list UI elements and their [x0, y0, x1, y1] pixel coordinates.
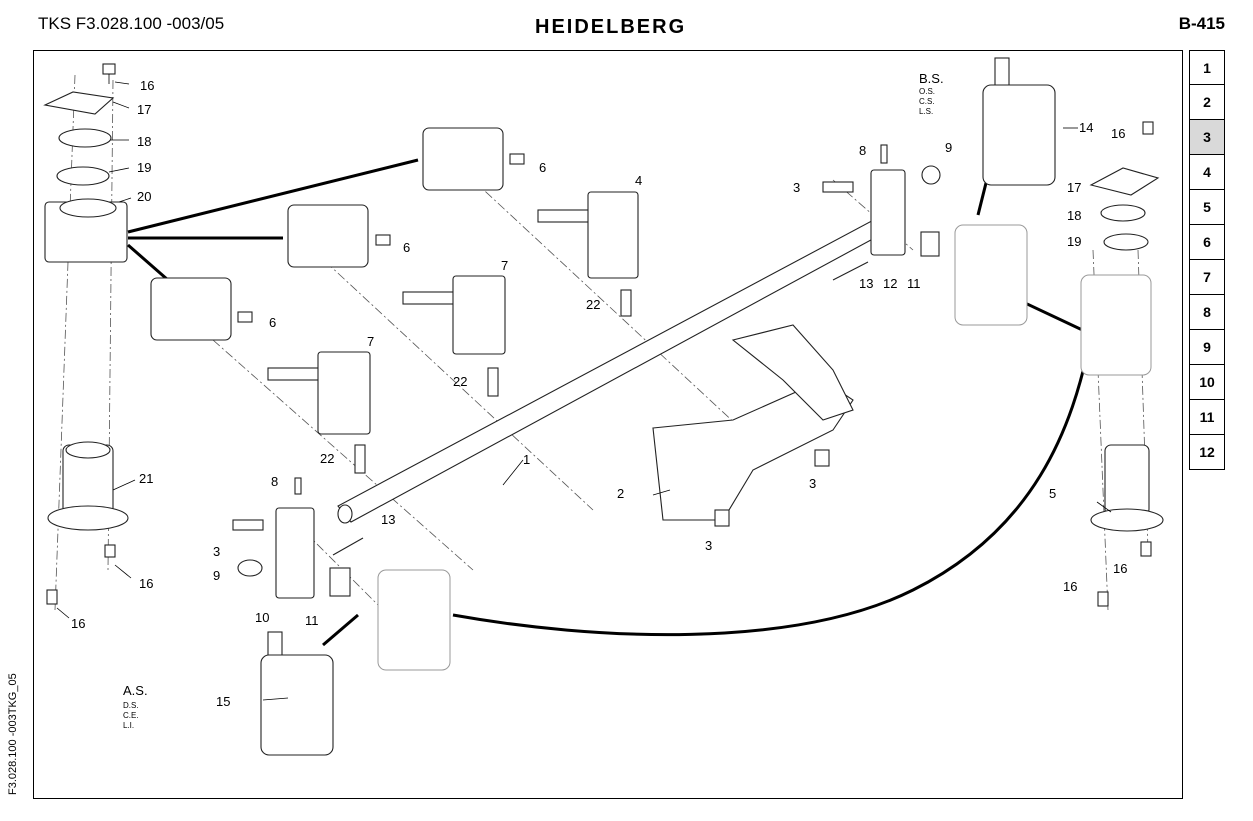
heidelberg-logo: HEIDELBERG — [535, 16, 687, 38]
callout-11: 11 — [907, 276, 921, 291]
lever-bracket-part-2 — [652, 324, 854, 527]
document-code: TKS F3.028.100 -003/05 — [38, 14, 225, 33]
tab-12[interactable]: 12 — [1189, 435, 1225, 470]
callout-3: 3 — [213, 544, 220, 559]
callout-18: 18 — [1067, 208, 1081, 223]
tab-6[interactable]: 6 — [1189, 225, 1225, 260]
tab-3[interactable]: 3 — [1189, 120, 1225, 155]
svg-text:D.S.: D.S. — [123, 701, 139, 710]
tab-7[interactable]: 7 — [1189, 260, 1225, 295]
callout-9: 9 — [213, 568, 220, 583]
tab-1[interactable]: 1 — [1189, 50, 1225, 85]
side-drawing-code: F3.028.100 -003TKG_05 — [7, 673, 19, 795]
callout-5: 5 — [1049, 486, 1056, 501]
callout-6: 6 — [403, 240, 410, 255]
upper-housings — [150, 127, 525, 341]
leader-lines — [56, 81, 1112, 701]
upper-right-bracket — [822, 144, 941, 281]
left-stack — [43, 63, 129, 605]
callout-11: 11 — [305, 613, 319, 628]
tab-11[interactable]: 11 — [1189, 400, 1225, 435]
callout-10: 10 — [255, 610, 269, 625]
right-stack — [1089, 121, 1164, 607]
callout-3: 3 — [705, 538, 712, 553]
tab-9[interactable]: 9 — [1189, 330, 1225, 365]
tab-10[interactable]: 10 — [1189, 365, 1225, 400]
callout-6: 6 — [269, 315, 276, 330]
tab-8[interactable]: 8 — [1189, 295, 1225, 330]
callout-9: 9 — [945, 140, 952, 155]
callout-13: 13 — [381, 512, 395, 527]
callout-8: 8 — [859, 143, 866, 158]
as-side-label: A.S. D.S. C.E. L.I. — [123, 683, 148, 730]
callout-7: 7 — [367, 334, 374, 349]
page-tabs: 1 2 3 4 5 6 7 8 9 10 11 12 — [1189, 50, 1225, 470]
callout-4: 4 — [635, 173, 642, 188]
lower-left-bracket — [232, 477, 364, 599]
callout-13: 13 — [859, 276, 873, 291]
callout-21: 21 — [139, 471, 153, 486]
svg-text:C.S.: C.S. — [919, 97, 935, 106]
callout-17: 17 — [1067, 180, 1081, 195]
callout-15: 15 — [216, 694, 230, 709]
callout-labels: 16 17 18 19 20 21 16 16 6 6 6 4 7 7 22 2… — [71, 78, 1127, 709]
callout-22: 22 — [320, 451, 334, 466]
callout-2: 2 — [617, 486, 624, 501]
callout-17: 17 — [137, 102, 151, 117]
callout-19: 19 — [1067, 234, 1081, 249]
page-reference: B-415 — [1178, 14, 1225, 33]
svg-text:L.S.: L.S. — [919, 107, 933, 116]
callout-16: 16 — [1111, 126, 1125, 141]
callout-16: 16 — [140, 78, 154, 93]
svg-text:L.I.: L.I. — [123, 721, 134, 730]
tab-2[interactable]: 2 — [1189, 85, 1225, 120]
callout-14: 14 — [1079, 120, 1093, 135]
bs-side-label: B.S. O.S. C.S. L.S. — [919, 71, 944, 116]
callout-8: 8 — [271, 474, 278, 489]
callout-3: 3 — [793, 180, 800, 195]
callout-7: 7 — [501, 258, 508, 273]
housings-14-15 — [260, 57, 1152, 756]
callout-6: 6 — [539, 160, 546, 175]
callout-3: 3 — [809, 476, 816, 491]
svg-text:O.S.: O.S. — [919, 87, 935, 96]
callout-16: 16 — [1113, 561, 1127, 576]
callout-22: 22 — [453, 374, 467, 389]
exploded-parts-diagram: 16 17 18 19 20 21 16 16 6 6 6 4 7 7 22 2… — [43, 57, 1164, 756]
diagram-frame — [33, 50, 1183, 799]
callout-16: 16 — [139, 576, 153, 591]
callout-16: 16 — [71, 616, 85, 631]
callout-16: 16 — [1063, 579, 1077, 594]
callout-20: 20 — [137, 189, 151, 204]
callout-22: 22 — [586, 297, 600, 312]
callout-12: 12 — [883, 276, 897, 291]
tab-5[interactable]: 5 — [1189, 190, 1225, 225]
callout-1: 1 — [523, 452, 530, 467]
clamp-blocks — [267, 191, 639, 474]
svg-text:A.S.: A.S. — [123, 683, 148, 698]
svg-text:C.E.: C.E. — [123, 711, 139, 720]
tab-4[interactable]: 4 — [1189, 155, 1225, 190]
svg-text:B.S.: B.S. — [919, 71, 944, 86]
callout-19: 19 — [137, 160, 151, 175]
callout-18: 18 — [137, 134, 151, 149]
